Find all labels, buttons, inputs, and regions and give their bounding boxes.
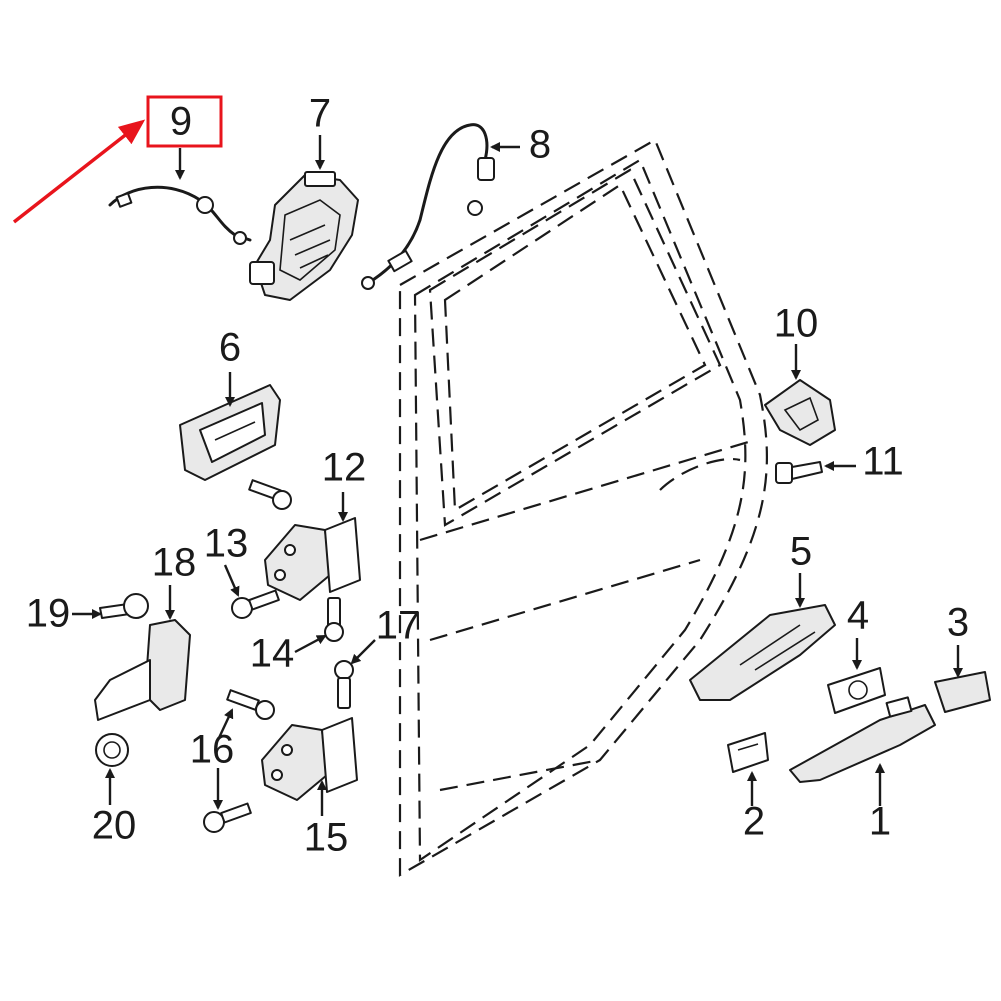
callout-14[interactable]: 14 bbox=[250, 632, 295, 676]
callout-labels: 9 7 8 6 10 11 12 13 14 17 15 16 18 19 20… bbox=[26, 92, 969, 860]
part-17-bolt[interactable] bbox=[334, 660, 354, 709]
part-3-end-cap[interactable] bbox=[934, 671, 991, 713]
part-9-wire-harness[interactable] bbox=[108, 185, 252, 245]
callout-11[interactable]: 11 bbox=[862, 440, 904, 484]
part-2-cover[interactable] bbox=[727, 732, 769, 773]
part-15-lower-hinge[interactable] bbox=[261, 717, 358, 801]
part-8-lock-cable[interactable] bbox=[361, 123, 495, 290]
callout-6[interactable]: 6 bbox=[219, 326, 241, 370]
callout-20[interactable]: 20 bbox=[92, 804, 137, 848]
callout-12[interactable]: 12 bbox=[322, 446, 367, 490]
callout-2[interactable]: 2 bbox=[743, 800, 765, 844]
part-1-outside-handle[interactable] bbox=[789, 696, 936, 783]
part-7-door-lock[interactable] bbox=[249, 171, 359, 301]
callout-13[interactable]: 13 bbox=[204, 522, 249, 566]
part-5-handle-bracket[interactable] bbox=[689, 604, 836, 701]
callout-5[interactable]: 5 bbox=[790, 530, 812, 574]
callout-8[interactable]: 8 bbox=[529, 123, 551, 167]
part-11-bolt[interactable] bbox=[775, 461, 823, 484]
callout-9[interactable]: 9 bbox=[170, 100, 192, 144]
leader-arrows bbox=[72, 135, 963, 816]
part-16-hinge-bolts[interactable] bbox=[203, 689, 275, 833]
part-14-bolt[interactable] bbox=[324, 597, 344, 642]
highlight-arrow bbox=[12, 119, 146, 224]
part-10-striker[interactable] bbox=[764, 379, 836, 446]
part-20-nut[interactable] bbox=[95, 733, 129, 767]
callout-17[interactable]: 17 bbox=[376, 604, 421, 648]
door-outline bbox=[398, 138, 768, 877]
part-4-gasket[interactable] bbox=[827, 667, 886, 714]
part-18-door-check[interactable] bbox=[94, 619, 191, 721]
callout-16[interactable]: 16 bbox=[190, 728, 235, 772]
callout-15[interactable]: 15 bbox=[304, 816, 349, 860]
part-6-inside-handle[interactable] bbox=[179, 384, 281, 481]
part-12-upper-hinge[interactable] bbox=[264, 517, 361, 601]
callout-7[interactable]: 7 bbox=[309, 92, 331, 136]
callout-1[interactable]: 1 bbox=[869, 800, 891, 844]
callout-18[interactable]: 18 bbox=[152, 541, 197, 585]
highlight-box bbox=[146, 95, 223, 148]
part-13-hinge-bolts[interactable] bbox=[231, 479, 292, 619]
part-19-bolt[interactable] bbox=[99, 593, 149, 619]
callout-3[interactable]: 3 bbox=[947, 601, 969, 645]
callout-4[interactable]: 4 bbox=[847, 594, 869, 638]
callout-19[interactable]: 19 bbox=[26, 592, 71, 636]
callout-10[interactable]: 10 bbox=[774, 302, 819, 346]
